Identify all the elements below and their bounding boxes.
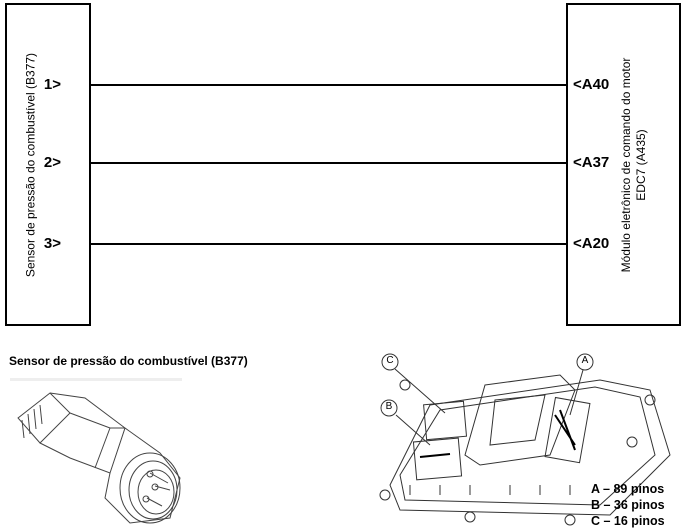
ecu-box-label: Módulo eletrônico de comando do motor ED… [619, 57, 649, 272]
legend-c: C – 16 pinos [591, 514, 665, 528]
ecu-label-line2: EDC7 (A435) [634, 128, 648, 201]
sensor-pin-1: 1> [43, 76, 61, 93]
legend-a: A – 89 pinos [591, 482, 665, 496]
sensor-box-label: Sensor de pressão do combustível (B377) [23, 52, 38, 277]
pressure-sensor-illustration [10, 378, 182, 524]
sensor-illustration-title: Sensor de pressão do combustível (B377) [9, 354, 248, 368]
ecu-label-line1: Módulo eletrônico de comando do motor [619, 57, 633, 272]
sensor-box: Sensor de pressão do combustível (B377) [5, 3, 91, 326]
callout-b: B [385, 401, 393, 412]
sensor-pin-2: 2> [43, 154, 61, 171]
ecu-illustration [379, 353, 671, 526]
wire-1 [90, 84, 567, 86]
ecu-pin-a37: <A37 [573, 154, 610, 171]
callout-a: A [581, 355, 589, 366]
ecu-pin-a20: <A20 [573, 235, 610, 252]
wire-3 [90, 243, 567, 245]
connector-legend: A – 89 pinos B – 36 pinos C – 16 pinos [591, 481, 665, 529]
ecu-box: Módulo eletrônico de comando do motor ED… [566, 3, 681, 326]
legend-b: B – 36 pinos [591, 498, 665, 512]
callout-c: C [386, 355, 394, 366]
sensor-pin-3: 3> [43, 235, 61, 252]
ecu-pin-a40: <A40 [573, 76, 610, 93]
wire-2 [90, 162, 567, 164]
